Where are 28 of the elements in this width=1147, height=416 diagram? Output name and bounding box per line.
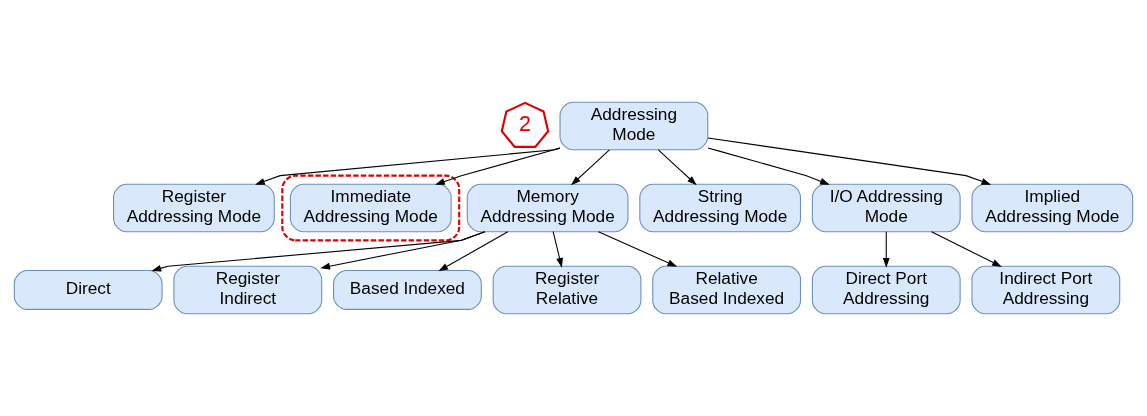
- node-box: I/O Addressing Mode: [811, 183, 961, 233]
- node-box: Register Indirect: [173, 265, 323, 315]
- node-box: Register Addressing Mode: [113, 183, 275, 233]
- arrow: [597, 231, 678, 267]
- arrow: [438, 231, 509, 272]
- node-box: Based Indexed: [333, 270, 482, 310]
- node-box: Indirect Port Addressing: [971, 265, 1121, 315]
- node-box: Memory Addressing Mode: [466, 183, 629, 233]
- arrow: [255, 147, 561, 185]
- arrow: [151, 231, 486, 272]
- node-box: Direct Port Addressing: [811, 265, 961, 315]
- node-box: Immediate Addressing Mode: [289, 183, 452, 233]
- arrow: [435, 147, 561, 185]
- node-box: Register Relative: [492, 265, 642, 315]
- node-box: Addressing Mode: [559, 101, 709, 151]
- arrow: [552, 231, 563, 268]
- arrow: [882, 231, 890, 268]
- node-box: Direct: [13, 270, 163, 310]
- arrow: [570, 149, 610, 186]
- arrow: [931, 231, 1002, 267]
- node-box: String Addressing Mode: [639, 183, 802, 233]
- cluster: [281, 174, 461, 242]
- arrow: [657, 149, 697, 186]
- arrow: [320, 231, 486, 270]
- node-box: Implied Addressing Mode: [971, 183, 1134, 233]
- arrow: [707, 137, 992, 185]
- arrow: [707, 147, 830, 185]
- node-box: Relative Based Indexed: [652, 265, 802, 315]
